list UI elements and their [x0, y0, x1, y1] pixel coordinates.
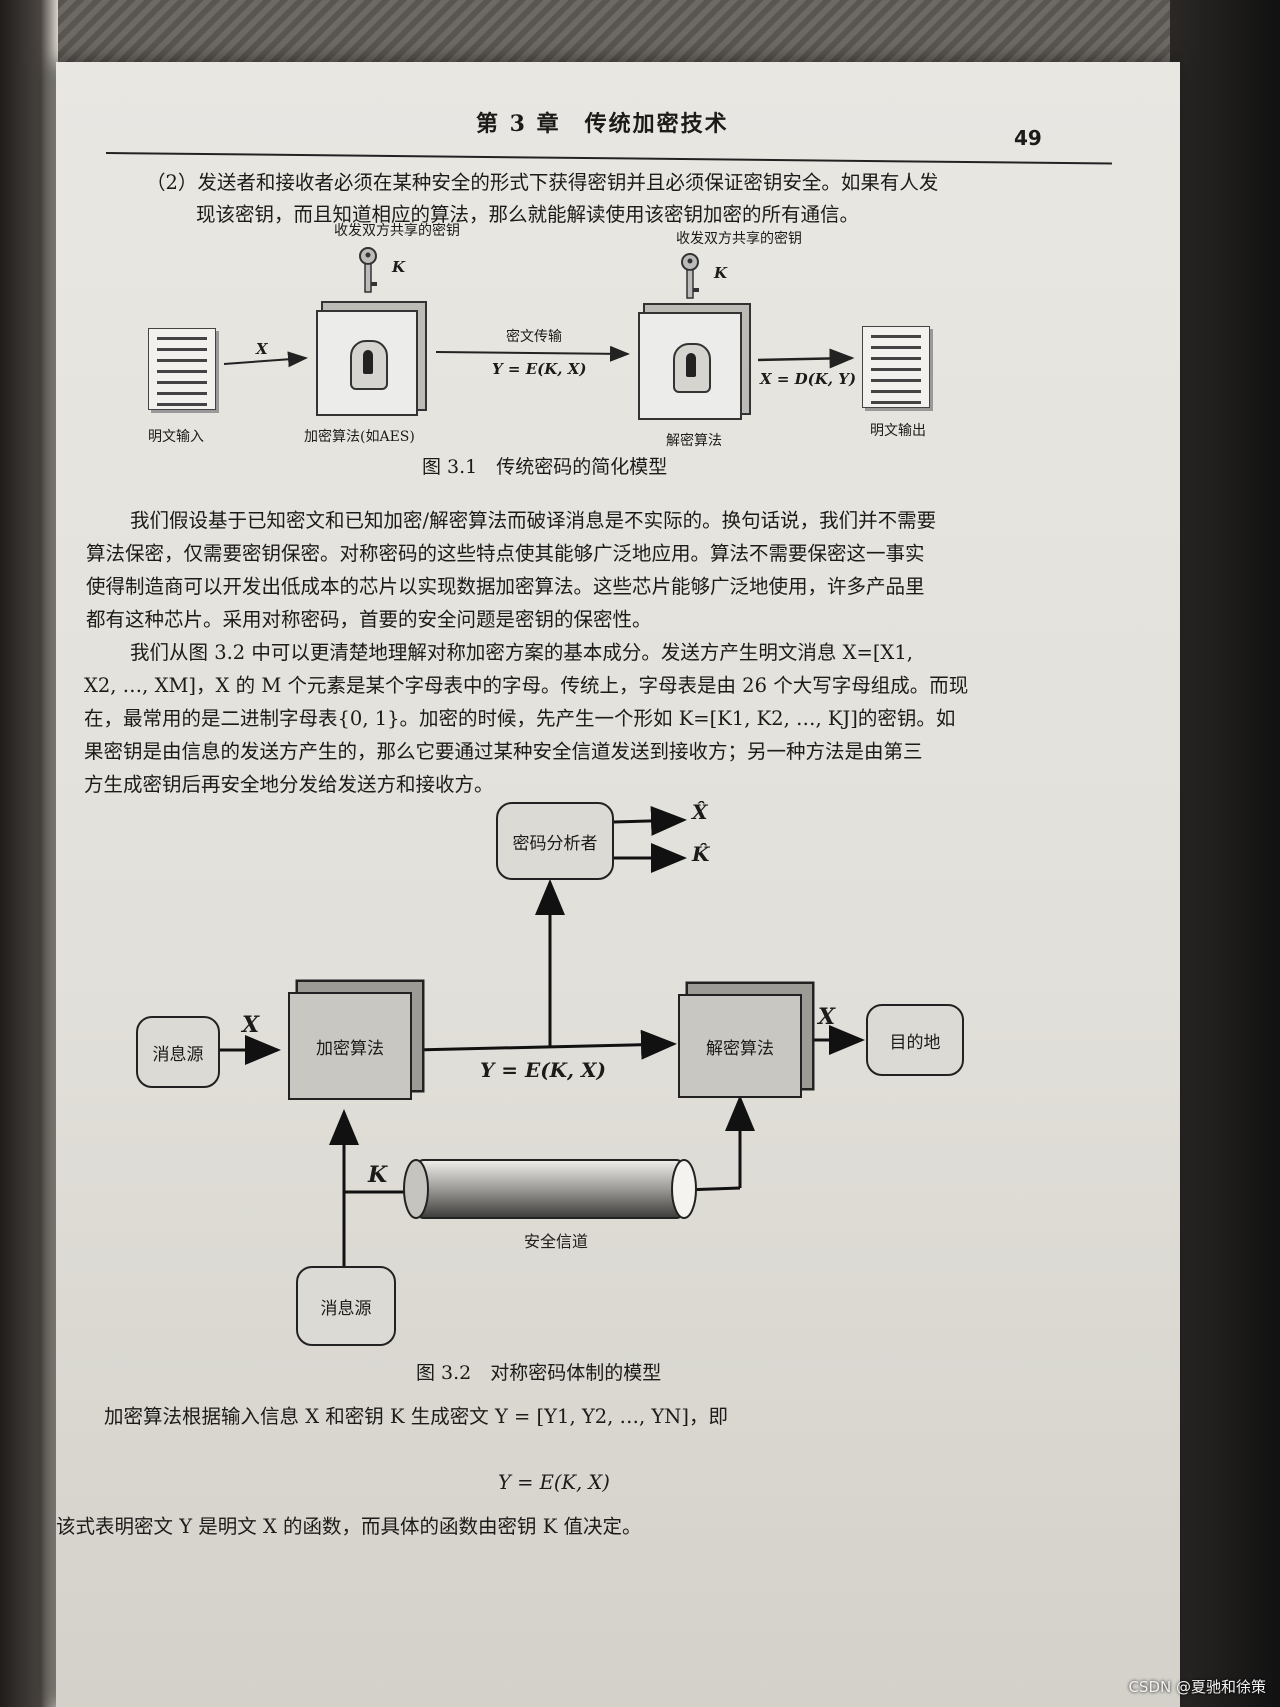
- decryption-algorithm-node: 解密算法: [678, 994, 802, 1098]
- book-spine-shadow: [0, 0, 58, 1707]
- keyhole-icon: [673, 343, 711, 393]
- para3-line2: X2, …, XM]，X 的 M 个元素是某个字母表中的字母。传统上，字母表是由…: [84, 674, 969, 697]
- x-output-label: X: [818, 1004, 836, 1030]
- fig32-connectors: [216, 805, 865, 1266]
- book-page: 第 3 章 传统加密技术 49 （2）发送者和接收者必须在某种安全的形式下获得密…: [56, 62, 1180, 1707]
- figure-3-1-caption: 图 3.1 传统密码的简化模型: [422, 456, 668, 478]
- key-icon-left: [359, 247, 377, 293]
- decrypt-lock-box: [638, 312, 742, 420]
- para3-line5: 方生成密钥后再安全地分发给发送方和接收方。: [84, 773, 494, 796]
- plaintext-output-document-icon: [862, 326, 930, 408]
- chapter-title: 第 3 章 传统加密技术: [476, 111, 729, 137]
- x-hat-label: X̂: [692, 800, 708, 824]
- para4-line2: 该式表明密文 Y 是明文 X 的函数，而具体的函数由密钥 K 值决定。: [56, 1515, 642, 1538]
- x-input-label: X: [242, 1012, 260, 1038]
- background-surface-top: [0, 0, 1280, 70]
- key-symbol-left: K: [392, 258, 406, 276]
- key-symbol-right: K: [714, 264, 728, 282]
- decryption-equation: X = D(K, Y): [760, 370, 857, 388]
- cryptanalyst-node: 密码分析者: [496, 802, 614, 880]
- plaintext-input-document-icon: [148, 328, 216, 410]
- message-source-node-key: 消息源: [296, 1266, 396, 1346]
- keyhole-icon: [350, 340, 388, 390]
- encryption-algorithm-node: 加密算法: [288, 992, 412, 1100]
- destination-node: 目的地: [866, 1004, 964, 1076]
- ciphertext-equation-fig32: Y = E(K, X): [480, 1058, 606, 1082]
- para1-line1: （2）发送者和接收者必须在某种安全的形式下获得密钥并且必须保证密钥安全。如果有人…: [146, 171, 939, 194]
- encrypt-lock-box: [316, 310, 418, 416]
- para1-line2: 现该密钥，而且知道相应的算法，那么就能解读使用该密钥加密的所有通信。: [196, 203, 860, 226]
- para2-line1: 我们假设基于已知密文和已知加密/解密算法而破译消息是不实际的。换句话说，我们并不…: [130, 509, 937, 532]
- para3-line3: 在，最常用的是二进制字母表{0, 1}。加密的时候，先产生一个形如 K=[K1,…: [84, 707, 956, 730]
- k-hat-label: K̂: [692, 842, 710, 866]
- fig31-arrows: [223, 345, 855, 369]
- formula-y-eq: Y = E(K, X): [498, 1471, 610, 1494]
- para2-line3: 使得制造商可以开发出低成本的芯片以实现数据加密算法。这些芯片能够广泛地使用，许多…: [86, 575, 925, 598]
- message-source-node: 消息源: [136, 1016, 220, 1088]
- plaintext-input-label: 明文输入: [148, 429, 204, 445]
- watermark: CSDN @夏驰和徐策: [1128, 1678, 1266, 1696]
- page-number: 49: [1014, 126, 1042, 150]
- para4-line1: 加密算法根据输入信息 X 和密钥 K 生成密文 Y = [Y1, Y2, …, …: [104, 1405, 728, 1428]
- ciphertext-transfer-label: 密文传输: [506, 329, 562, 345]
- para2-line4: 都有这种芯片。采用对称密码，首要的安全问题是密钥的保密性。: [86, 608, 652, 631]
- para2-line2: 算法保密，仅需要密钥保密。对称密码的这些特点使其能够广泛地应用。算法不需要保密这…: [86, 542, 925, 565]
- decrypt-algorithm-label: 解密算法: [666, 433, 722, 449]
- figure-3-2-caption: 图 3.2 对称密码体制的模型: [416, 1362, 662, 1384]
- shared-key-label-right: 收发双方共享的密钥: [676, 231, 802, 247]
- plaintext-output-label: 明文输出: [870, 423, 926, 439]
- x-label-fig31: X: [256, 340, 268, 358]
- encrypt-algorithm-label: 加密算法(如AES): [304, 429, 415, 445]
- shared-key-label-left: 收发双方共享的密钥: [334, 223, 460, 239]
- para3-line4: 果密钥是由信息的发送方产生的，那么它要通过某种安全信道发送到接收方；另一种方法是…: [84, 740, 923, 763]
- key-icon-right: [681, 253, 699, 299]
- k-key-label: K: [368, 1162, 388, 1188]
- secure-channel-label: 安全信道: [524, 1232, 589, 1251]
- ciphertext-equation: Y = E(K, X): [492, 360, 587, 378]
- background-surface-right: [1170, 0, 1280, 1707]
- para3-line1: 我们从图 3.2 中可以更清楚地理解对称加密方案的基本成分。发送方产生明文消息 …: [130, 641, 913, 664]
